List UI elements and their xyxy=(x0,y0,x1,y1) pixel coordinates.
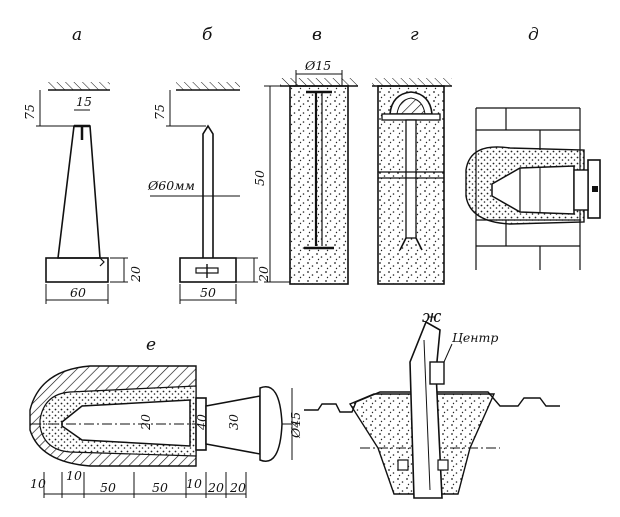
dim-e-inner40: 40 xyxy=(194,414,209,431)
panel-label-b: б xyxy=(202,25,213,45)
dim-e-10c: 10 xyxy=(186,476,202,491)
dim-a-60: 60 xyxy=(70,285,86,300)
dim-a-15: 15 xyxy=(76,94,92,109)
panel-v: в Ø15 50 xyxy=(252,25,358,285)
dim-b-20: 20 xyxy=(256,266,271,283)
panel-b: б 75 Ø60мм 20 50 xyxy=(147,25,271,304)
dim-v-diameter: Ø15 xyxy=(304,58,331,73)
dim-a-20: 20 xyxy=(128,266,143,283)
panel-label-d: д xyxy=(528,25,539,45)
panel-g: г xyxy=(372,25,452,285)
dim-b-50: 50 xyxy=(200,285,216,300)
dim-e-10a: 10 xyxy=(30,476,46,491)
panel-d: д xyxy=(465,25,601,270)
dim-e-20a: 20 xyxy=(207,480,224,495)
panel-label-e: е xyxy=(146,335,156,355)
dim-v-50: 50 xyxy=(252,170,267,186)
dim-e-50b: 50 xyxy=(152,480,168,495)
dim-a-75: 75 xyxy=(22,104,37,120)
panel-zh: ж Центр xyxy=(304,307,560,499)
dim-e-inner20: 20 xyxy=(138,414,153,431)
dim-e-50a: 50 xyxy=(100,480,116,495)
panel-label-a: а xyxy=(72,25,82,45)
panel-a: а 75 15 20 60 xyxy=(22,25,143,304)
panel-label-v: в xyxy=(312,25,322,45)
dim-b-75: 75 xyxy=(152,104,167,120)
zh-center-label: Центр xyxy=(452,330,498,345)
panel-label-g: г xyxy=(410,25,419,45)
dim-e-diam45: Ø45 xyxy=(288,412,303,439)
dim-e-inner30: 30 xyxy=(226,414,241,430)
dim-e-20b: 20 xyxy=(229,480,246,495)
dim-b-diameter: Ø60мм xyxy=(147,178,195,193)
panel-e: е 20 40 30 Ø45 10 10 50 50 10 20 xyxy=(29,335,303,498)
dim-e-10b: 10 xyxy=(66,468,82,483)
